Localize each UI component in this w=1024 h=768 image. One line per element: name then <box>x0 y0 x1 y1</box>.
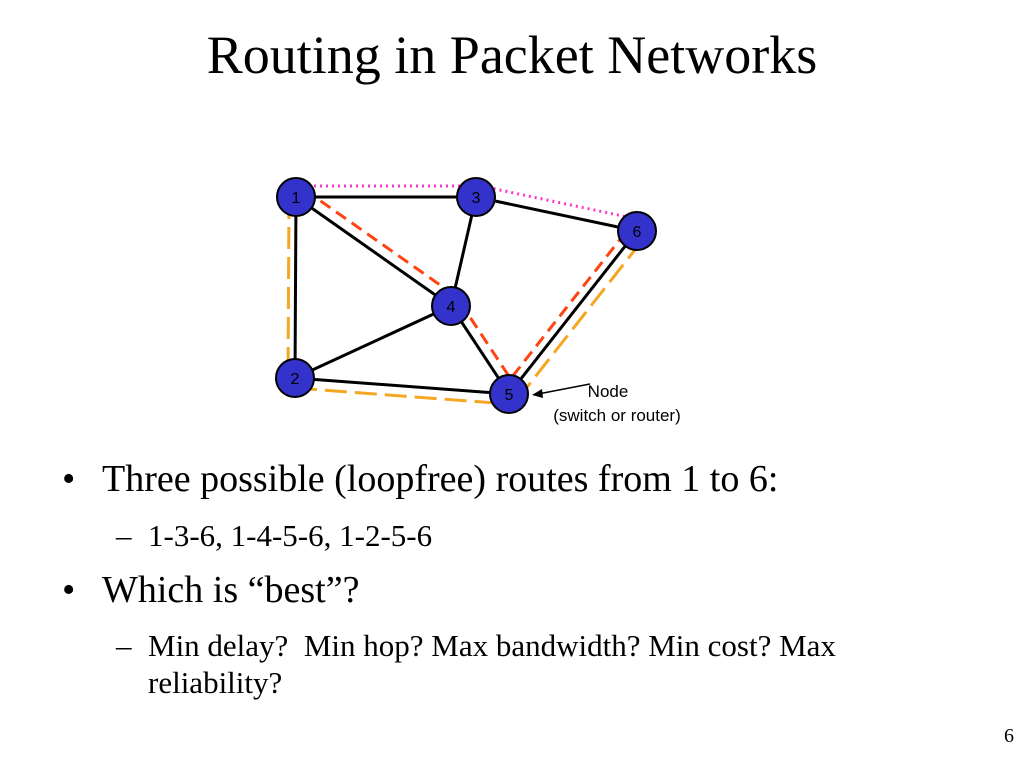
sub-bullet-item: – 1-3-6, 1-4-5-6, 1-2-5-6 <box>116 517 432 555</box>
sub-bullet-item: – Min delay? Min hop? Max bandwidth? Min… <box>116 627 976 701</box>
node-2: 2 <box>275 358 315 398</box>
route-1-4-5-6-segment-5-6 <box>499 227 631 392</box>
bullet-text-best: Which is “best”? <box>102 569 360 611</box>
link-1-4 <box>295 195 452 308</box>
node-label: 6 <box>633 224 642 241</box>
node-label: 3 <box>472 190 481 207</box>
sub-bullet-text-criteria: Min delay? Min hop? Max bandwidth? Min c… <box>148 628 844 700</box>
node-6: 6 <box>617 211 657 251</box>
sub-bullet-marker: – <box>116 628 132 663</box>
link-2-4 <box>294 304 452 380</box>
node-circle <box>489 374 529 414</box>
node-callout: Node (switch or router) <box>532 382 681 425</box>
node-3: 3 <box>456 177 496 217</box>
page-number: 6 <box>1004 725 1014 747</box>
route-1-2-5-6-segment-2-5 <box>294 386 510 406</box>
node-label: 5 <box>505 387 514 404</box>
node-circle <box>431 286 471 326</box>
sub-bullet-marker: – <box>116 518 132 553</box>
link-5-6 <box>507 230 639 395</box>
node-label: 1 <box>292 190 301 207</box>
slide-title: Routing in Packet Networks <box>206 25 818 85</box>
node-label: 4 <box>447 299 456 316</box>
route-1-4-5-6-segment-1-4 <box>304 188 461 301</box>
node-circle <box>617 211 657 251</box>
bullet-marker: • <box>62 458 76 500</box>
network-nodes: 1 2 3 4 5 6 <box>275 177 657 414</box>
node-5: 5 <box>489 374 529 414</box>
link-1-2 <box>293 196 298 379</box>
node-label: 2 <box>291 371 300 388</box>
link-3-6 <box>475 195 638 233</box>
callout-arrowhead <box>532 389 543 398</box>
bullet-marker: • <box>62 569 76 611</box>
route-1-2-5-6-segment-5-6 <box>515 236 647 401</box>
sub-bullet-text-route-list: 1-3-6, 1-4-5-6, 1-2-5-6 <box>148 518 433 553</box>
node-4: 4 <box>431 286 471 326</box>
bullet-text-routes: Three possible (loopfree) routes from 1 … <box>102 458 779 500</box>
link-2-5 <box>294 376 510 396</box>
callout-text-node: Node <box>588 382 629 401</box>
node-1: 1 <box>276 177 316 217</box>
route-1-2-5-6-segment-1-2 <box>286 196 291 379</box>
node-circle <box>275 358 315 398</box>
node-circle <box>276 177 316 217</box>
callout-text-description: (switch or router) <box>553 406 681 425</box>
callout-arrow-line <box>537 383 591 395</box>
node-circle <box>456 177 496 217</box>
